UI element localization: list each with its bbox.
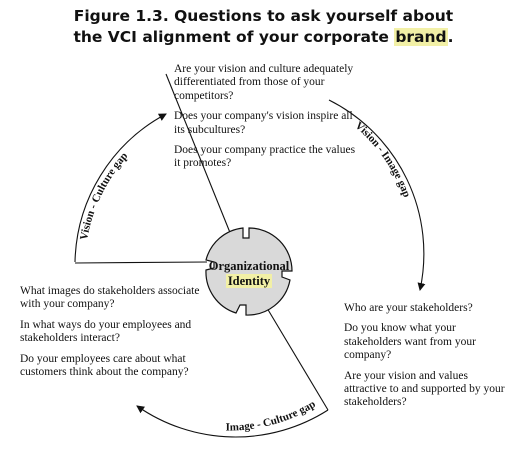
title-highlight-brand: brand xyxy=(394,28,448,46)
figure-title: Figure 1.3. Questions to ask yourself ab… xyxy=(0,6,527,48)
connector-left xyxy=(74,261,208,264)
image-culture-arc xyxy=(136,405,329,438)
title-line-2-prefix: the VCI alignment of your corporate xyxy=(73,28,395,46)
question-item: Do your employees care about what custom… xyxy=(20,352,189,379)
connector-bottom xyxy=(263,302,329,411)
title-line-2-suffix: . xyxy=(447,28,454,46)
question-item: Does your company's vision inspire all i… xyxy=(174,110,353,136)
vision-image-arc xyxy=(328,99,426,291)
question-item: Do you know what your stakeholders want … xyxy=(344,322,476,362)
hub-label-line-2: Identity xyxy=(228,274,271,288)
hub-disc xyxy=(205,227,293,316)
question-item: What images do stakeholders associate wi… xyxy=(20,285,200,311)
vision-culture-gap-label: Vision - Culture gap xyxy=(78,150,130,241)
question-item: Does your company practice the values it… xyxy=(174,144,356,170)
question-item: Who are your stakeholders? xyxy=(344,302,473,314)
question-item: Are your vision and values attractive to… xyxy=(344,369,505,409)
question-item: Are your vision and culture adequately d… xyxy=(174,63,354,102)
questions-top: Are your vision and culture adequately d… xyxy=(174,63,364,178)
hub-label-line-1: Organizational xyxy=(209,259,290,273)
image-culture-gap-label: Image - Culture gap xyxy=(226,398,318,434)
questions-right: Who are your stakeholders? Do you know w… xyxy=(344,302,512,417)
question-item: In what ways do your employees and stake… xyxy=(20,318,192,345)
organizational-identity-hub: Organizational Identity xyxy=(205,227,293,316)
vision-culture-arc xyxy=(74,113,167,263)
questions-left: What images do stakeholders associate wi… xyxy=(20,285,200,386)
hub-highlight xyxy=(226,274,272,288)
connector-top xyxy=(165,73,234,241)
title-line-1: Figure 1.3. Questions to ask yourself ab… xyxy=(73,7,454,25)
